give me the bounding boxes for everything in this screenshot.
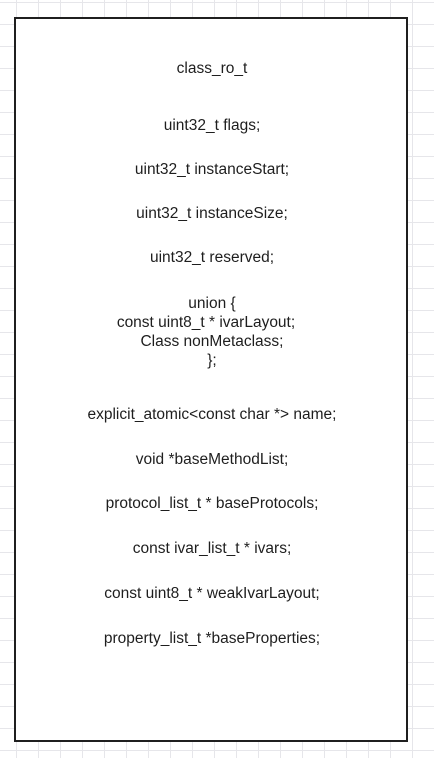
union-member-non-metaclass: Class nonMetaclass; [140,333,284,350]
field-base-method-list: void *baseMethodList; [135,451,289,468]
union-member-ivar-layout: const uint8_t * ivarLayout; [116,314,296,331]
union-block: union { const uint8_t * ivarLayout; Clas… [2,294,422,370]
field-weak-ivar-layout: const uint8_t * weakIvarLayout; [104,585,320,602]
field-base-protocols: protocol_list_t * baseProtocols; [105,495,319,512]
field-reserved: uint32_t reserved; [149,249,275,266]
field-ivars: const ivar_list_t * ivars; [132,540,292,557]
field-name: explicit_atomic<const char *> name; [87,406,337,423]
union-close: }; [207,352,217,369]
field-instance-size: uint32_t instanceSize; [136,205,288,222]
field-flags: uint32_t flags; [163,117,261,134]
struct-title: class_ro_t [176,60,248,77]
field-base-properties: property_list_t *baseProperties; [103,630,321,647]
union-open: union { [188,295,236,312]
field-instance-start: uint32_t instanceStart; [134,161,290,178]
class-ro-t-struct-box: class_ro_t uint32_t flags; uint32_t inst… [14,17,408,742]
